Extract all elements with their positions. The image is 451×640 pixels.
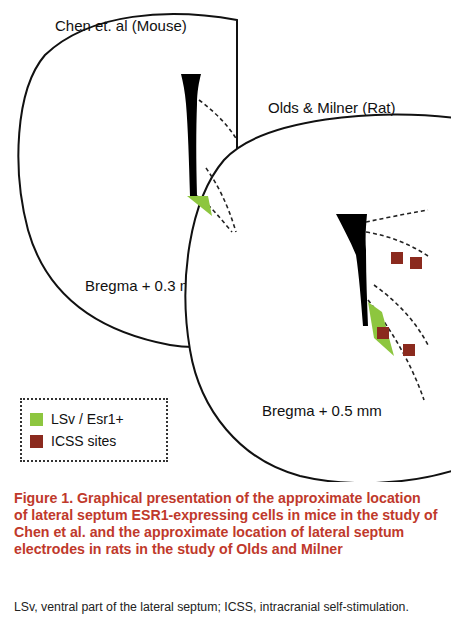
lsv-region	[368, 302, 394, 356]
legend-swatch	[30, 435, 43, 448]
figure-caption: Figure 1. Graphical presentation of the …	[14, 490, 438, 558]
icss-site	[377, 327, 389, 339]
icss-site	[410, 257, 422, 269]
abbreviation-note: LSv, ventral part of the lateral septum;…	[14, 600, 438, 615]
bregma-label: Bregma + 0.5 mm	[262, 402, 382, 419]
septum-outline	[197, 196, 232, 232]
legend-item: ICSS sites	[30, 430, 158, 452]
section-outline	[185, 114, 451, 482]
ventricle	[181, 74, 201, 196]
septum-outline	[206, 168, 236, 232]
study-label: Olds & Milner (Rat)	[268, 99, 396, 116]
icss-site	[403, 344, 415, 356]
icss-site	[391, 252, 403, 264]
legend-swatch	[30, 413, 43, 426]
lsv-region	[187, 196, 212, 216]
section-outline	[175, 95, 451, 482]
ventricle	[336, 214, 368, 326]
legend-text: ICSS sites	[51, 433, 116, 449]
study-label: Chen et. al (Mouse)	[55, 17, 187, 34]
septum-outline	[366, 210, 428, 222]
septum-outline	[366, 232, 428, 256]
legend-item: LSv / Esr1+	[30, 408, 158, 430]
septum-outline	[368, 300, 424, 400]
legend-box: LSv / Esr1+ ICSS sites	[20, 398, 168, 462]
brain-section: Olds & Milner (Rat) Bregma + 0.5 mm	[175, 95, 451, 482]
legend-text: LSv / Esr1+	[51, 411, 124, 427]
figure-panel: Chen et. al (Mouse)Bregma + 0.3 mmOlds &…	[0, 0, 451, 482]
septum-outline	[374, 285, 428, 345]
septum-outline	[199, 100, 237, 140]
